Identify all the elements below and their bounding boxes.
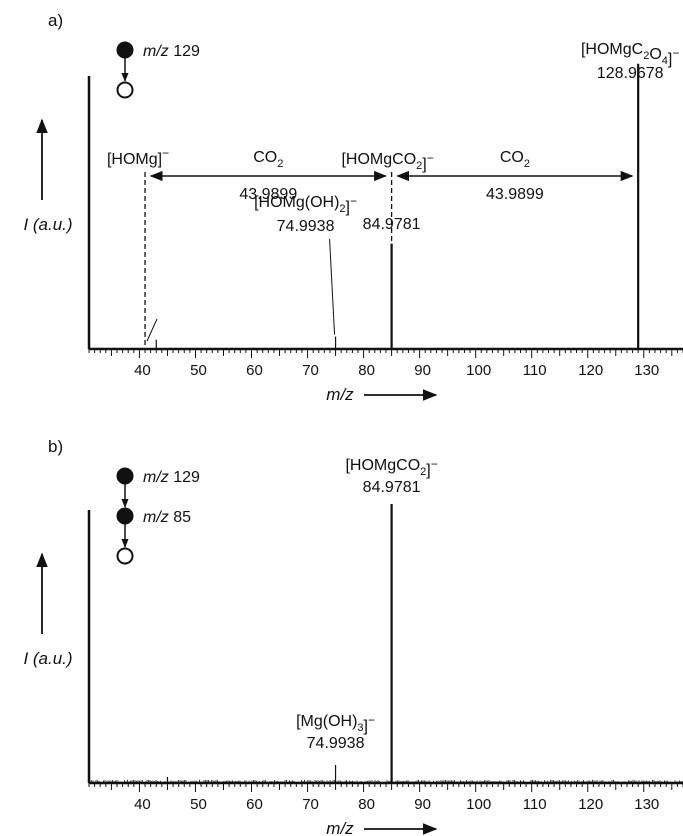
x-tick-label: 40 (134, 362, 151, 379)
x-tick-label: 90 (414, 796, 431, 813)
x-tick-label: 100 (466, 362, 491, 379)
peak-ion-label: [HOMg]− (107, 146, 169, 168)
panel-label: b) (48, 437, 63, 456)
panel-label: a) (48, 11, 63, 30)
x-tick-label: 110 (523, 362, 547, 379)
peak-mass-label: 84.9781 (363, 479, 421, 496)
precursor-filled-circle-icon (116, 41, 134, 59)
peak-mass-label: 128.9678 (597, 65, 664, 82)
x-tick-label: 130 (634, 362, 659, 379)
peak-ion-label: [HOMgCO2]− (345, 457, 437, 479)
x-tick-label: 100 (466, 796, 491, 813)
neutral-loss-mass: 43.9899 (239, 186, 297, 203)
peak-ion-label: [HOMgCO2]− (341, 151, 433, 173)
peak-mass-label: 74.9938 (307, 735, 365, 752)
product-open-circle-icon (116, 547, 134, 565)
label-leader (146, 318, 158, 342)
precursor-mz-label: m/z 129 (143, 469, 200, 486)
x-tick-label: 50 (190, 362, 207, 379)
x-tick-label: 70 (302, 796, 319, 813)
x-tick-label: 90 (414, 362, 431, 379)
peak-ion-label: [HOMgC2O4]− (581, 41, 679, 68)
x-tick-label: 130 (634, 796, 659, 813)
x-tick-label: 110 (523, 796, 547, 813)
precursor-mz-label: m/z 85 (143, 509, 191, 526)
x-tick-label: 80 (358, 796, 375, 813)
x-tick-label: 120 (578, 362, 603, 379)
neutral-loss-species: CO2 (253, 149, 283, 170)
label-leader (329, 238, 336, 335)
x-tick-label: 40 (134, 796, 151, 813)
neutral-loss-species: CO2 (500, 149, 530, 170)
x-tick-label: 80 (358, 362, 375, 379)
peak-ion-label: [HOMg(OH)2]− (254, 194, 357, 216)
precursor-filled-circle-icon (116, 507, 134, 525)
product-open-circle-icon (116, 81, 134, 99)
x-axis-label: m/z (326, 819, 354, 836)
neutral-loss-mass: 43.9899 (486, 186, 544, 203)
peak-ion-label: [Mg(OH)3]− (296, 713, 375, 735)
x-tick-label: 60 (246, 362, 263, 379)
x-tick-label: 70 (302, 362, 319, 379)
baseline-noise (89, 779, 683, 783)
peak-mass-label: 40.9883 (161, 0, 219, 4)
y-axis-label: I (a.u.) (23, 649, 72, 668)
peak-mass-label: 74.9938 (277, 218, 335, 235)
precursor-mz-label: m/z 129 (143, 43, 200, 60)
precursor-filled-circle-icon (116, 467, 134, 485)
panel-b: b) m/z 129 m/z 85 I (a.u.) 40 50 60 70 80 90 100 11… (23, 437, 683, 836)
x-tick-label: 50 (190, 796, 207, 813)
x-axis-label: m/z (326, 385, 354, 404)
y-axis-label: I (a.u.) (23, 215, 72, 234)
x-tick-label: 60 (246, 796, 263, 813)
panel-a: a) m/z 129 I (a.u.) 40 50 60 70 80 90 100 110 120 13… (23, 0, 683, 404)
x-tick-label: 120 (578, 796, 603, 813)
